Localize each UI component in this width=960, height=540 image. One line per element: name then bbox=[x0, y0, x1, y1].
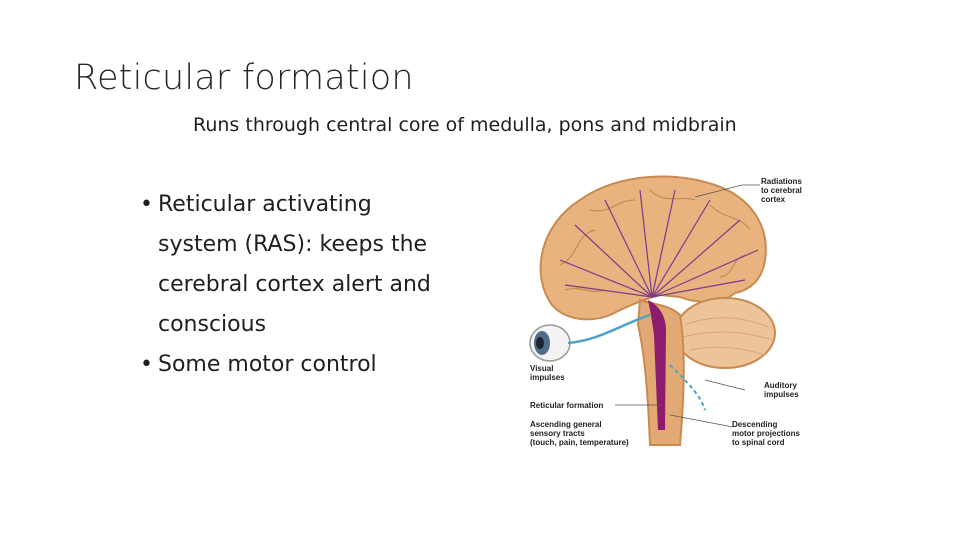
bullet-dot: • bbox=[140, 192, 153, 217]
gyri bbox=[559, 189, 751, 293]
reticular-core bbox=[648, 300, 666, 430]
slide-subtitle: Runs through central core of medulla, po… bbox=[193, 114, 737, 136]
cerebellum bbox=[674, 297, 776, 369]
bullet-dot: • bbox=[140, 352, 153, 377]
bullet-list: •Reticular activating system (RAS): keep… bbox=[140, 185, 440, 385]
bullet-item: •Reticular activating system (RAS): keep… bbox=[140, 185, 440, 345]
eye-icon bbox=[529, 324, 571, 362]
label-reticular: Reticular formation bbox=[530, 401, 603, 410]
radiation-arrows bbox=[559, 189, 759, 298]
bullet-item: •Some motor control bbox=[140, 345, 440, 385]
bullet-text: Some motor control bbox=[158, 352, 377, 377]
cerebrum bbox=[539, 175, 767, 321]
slide-title: Reticular formation bbox=[74, 58, 414, 98]
bullet-text: Reticular activating system (RAS): keeps… bbox=[158, 192, 431, 337]
visual-path bbox=[567, 313, 651, 345]
